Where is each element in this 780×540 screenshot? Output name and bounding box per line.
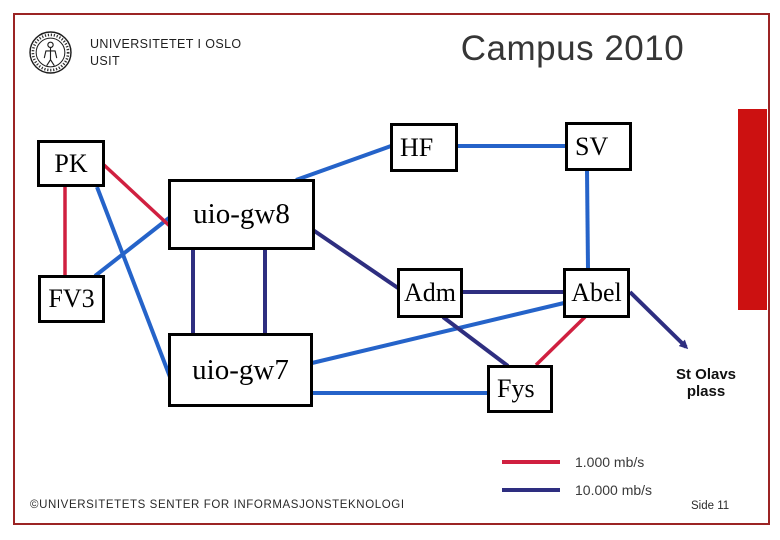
node-uio-gw8: uio-gw8: [168, 179, 315, 250]
st-olavs-plass-label-line: plass: [686, 383, 726, 400]
footer-copyright: ©UNIVERSITETETS SENTER FOR INFORMASJONST…: [30, 499, 405, 511]
edge-uio-gw8-hf: [295, 144, 392, 182]
legend-label: 10.000 mb/s: [575, 482, 653, 498]
legend-swatch-red: [502, 460, 560, 464]
legend-item: 1.000 mb/s: [502, 448, 652, 476]
edge-abel-fys: [534, 315, 587, 367]
node-uio-gw7: uio-gw7: [168, 333, 313, 407]
node-abel: Abel: [563, 268, 630, 318]
org-line2: USIT: [90, 54, 121, 68]
edge-pk-uio-gw8: [102, 163, 176, 232]
page-number: Side 11: [691, 500, 730, 512]
uio-logo-seal: [29, 31, 72, 74]
st-olavs-plass-label-line: St Olavs: [675, 366, 737, 383]
edge-uio-gw8-adm: [311, 228, 400, 290]
edge-pk-uio-gw7: [95, 186, 172, 378]
edge-adm-fys: [441, 315, 510, 368]
legend: 1.000 mb/s 10.000 mb/s: [502, 448, 652, 504]
edge-sv-abel: [585, 169, 590, 270]
edge-fv3-uio-gw8: [93, 216, 171, 278]
legend-swatch-navy: [502, 488, 560, 492]
slide-border-frame: [13, 13, 770, 525]
red-accent-bar: [738, 109, 767, 310]
org-name: UNIVERSITETET I OSLO USIT: [90, 36, 242, 70]
node-hf: HF: [390, 123, 458, 172]
node-sv: SV: [565, 122, 632, 171]
org-line1: UNIVERSITETET I OSLO: [90, 37, 242, 51]
edge-abel-st-olavs-plass: [628, 290, 689, 350]
node-fv3: FV3: [38, 275, 105, 323]
legend-item: 10.000 mb/s: [502, 476, 652, 504]
node-pk: PK: [37, 140, 105, 187]
legend-label: 1.000 mb/s: [575, 454, 645, 470]
edge-uio-gw7-abel: [311, 301, 565, 365]
node-adm: Adm: [397, 268, 463, 318]
slide-title: Campus 2010: [460, 29, 685, 68]
node-fys: Fys: [487, 365, 553, 413]
